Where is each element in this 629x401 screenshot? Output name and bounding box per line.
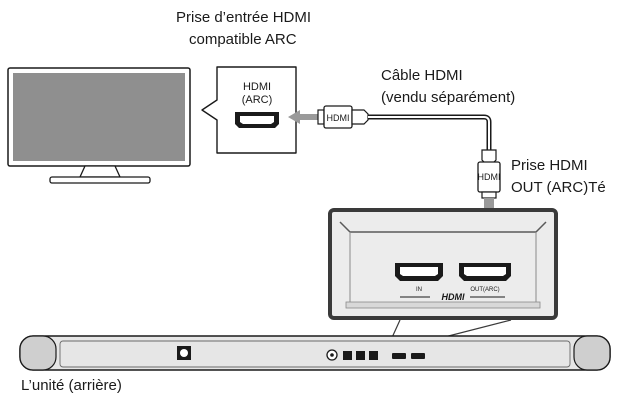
hdmi-in-socket (395, 263, 443, 281)
tv-port-title-line1: Prise d’entrée HDMI (176, 9, 312, 26)
cable-label-line1: Câble HDMI (381, 67, 463, 84)
rear-connectors (326, 349, 425, 361)
cable-label-line2: (vendu séparément) (381, 89, 516, 106)
rear-panel-zoom: IN OUT(ARC) HDMI (328, 208, 558, 343)
soundbar-unit (19, 335, 611, 371)
hdmi-logo: HDMI (442, 292, 465, 302)
unit-caption: L’unité (arrière) (21, 377, 122, 394)
hdmi-cable (368, 114, 492, 150)
unit-port-label-line1: Prise HDMI (511, 157, 588, 174)
power-inlet (177, 346, 191, 360)
hdmi-out-arc-socket (459, 263, 511, 281)
unit-port-label-line2: OUT (ARC)Té (511, 179, 606, 196)
panel-in-label: IN (416, 287, 422, 293)
hdmi-plug-horizontal: HDMI (317, 105, 369, 129)
tv-port-title-line2: compatible ARC (189, 31, 297, 48)
hdmi-plug-vertical: HDMI (477, 149, 501, 199)
tv-port-label-line1: HDMI (243, 81, 271, 93)
tv-hdmi-port-callout: HDMI (ARC) (201, 66, 297, 154)
tv-icon (7, 67, 191, 184)
tv-port-label-line2: (ARC) (242, 94, 273, 106)
hdmi-plug-vertical-label: HDMI (478, 172, 501, 182)
panel-out-label: OUT(ARC) (470, 287, 499, 293)
tv-connection-arrow (288, 110, 318, 124)
hdmi-plug-label: HDMI (327, 113, 350, 123)
